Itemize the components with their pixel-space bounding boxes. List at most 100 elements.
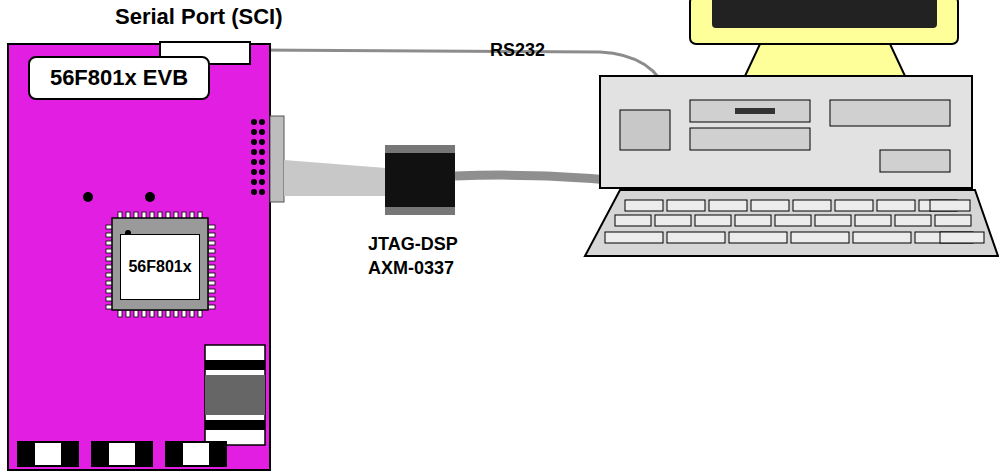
chip-pin xyxy=(174,310,178,317)
key xyxy=(775,215,811,226)
key xyxy=(815,215,851,226)
drive-slot xyxy=(735,108,775,114)
pod-band xyxy=(385,145,455,153)
key xyxy=(667,232,725,243)
evb-board xyxy=(8,44,270,470)
monitor-base xyxy=(745,44,905,76)
chip-pin xyxy=(126,310,130,317)
chip-package xyxy=(112,218,208,310)
regulator xyxy=(205,345,265,445)
led xyxy=(145,192,155,202)
pod-band xyxy=(385,207,455,215)
key xyxy=(605,232,663,243)
connector-block xyxy=(212,442,226,466)
header-pin xyxy=(259,139,265,145)
key xyxy=(695,215,731,226)
connector-block xyxy=(34,442,62,466)
connector-block xyxy=(18,442,32,466)
chip-pins xyxy=(106,212,215,317)
key xyxy=(793,200,831,211)
bottom-connectors xyxy=(18,442,226,466)
key xyxy=(855,215,891,226)
header-pin xyxy=(251,129,257,135)
chip-pin xyxy=(208,233,215,237)
header-pin xyxy=(259,129,265,135)
connector-block xyxy=(182,442,210,466)
header-pin xyxy=(251,119,257,125)
drive-bay xyxy=(620,110,670,150)
regulator-band xyxy=(205,375,265,415)
chip-pin xyxy=(150,310,154,317)
header-pin xyxy=(251,149,257,155)
node-text: 56F801x xyxy=(128,258,191,276)
pod-label: JTAG-DSP AXM-0337 xyxy=(368,232,480,281)
keyboard-keys xyxy=(605,200,984,243)
drive-bay xyxy=(880,150,950,172)
key xyxy=(791,232,849,243)
chip-pin xyxy=(198,310,202,317)
connector-block xyxy=(64,442,78,466)
chip-pin xyxy=(208,257,215,261)
chip-pin xyxy=(208,225,215,229)
chip-label: 56F801x xyxy=(120,234,200,300)
chip-pin xyxy=(208,241,215,245)
header-pin xyxy=(251,169,257,175)
connector-block xyxy=(138,442,152,466)
chip-pin xyxy=(208,305,215,309)
header-pin xyxy=(259,149,265,155)
key xyxy=(655,215,691,226)
chip-pin xyxy=(190,310,194,317)
chip-pin xyxy=(208,249,215,253)
chip-pin xyxy=(208,265,215,269)
chip-pin xyxy=(182,310,186,317)
chip-pin xyxy=(208,281,215,285)
header-pin xyxy=(259,159,265,165)
chip-pin xyxy=(208,297,215,301)
regulator-band xyxy=(205,420,265,430)
header-pin xyxy=(251,159,257,165)
port-label: Serial Port (SCI) xyxy=(115,2,345,32)
key xyxy=(625,200,663,211)
chip-pin xyxy=(118,310,122,317)
chip-pin xyxy=(134,310,138,317)
keyboard xyxy=(585,190,998,256)
key xyxy=(853,232,911,243)
regulator-band xyxy=(205,360,265,370)
chip-pin xyxy=(142,310,146,317)
key xyxy=(930,200,970,211)
cable-label: RS232 xyxy=(490,38,570,62)
key xyxy=(940,232,984,243)
connector-block xyxy=(108,442,136,466)
node-text: 56F801x EVB xyxy=(50,66,188,90)
chip-pin xyxy=(158,310,162,317)
drive-bay xyxy=(690,100,810,122)
jtag-pod xyxy=(385,145,455,215)
chip-pin xyxy=(208,273,215,277)
header-pins xyxy=(251,119,265,195)
key xyxy=(835,200,873,211)
header-pin xyxy=(259,119,265,125)
key xyxy=(667,200,705,211)
drive-bay xyxy=(830,100,950,126)
header-pin xyxy=(251,179,257,185)
header-pin xyxy=(259,169,265,175)
header-pin xyxy=(259,189,265,195)
system-unit xyxy=(600,76,972,188)
drive-bay xyxy=(690,128,810,150)
key xyxy=(709,200,747,211)
key xyxy=(877,200,915,211)
key xyxy=(751,200,789,211)
header-pin xyxy=(251,139,257,145)
key xyxy=(735,215,771,226)
key xyxy=(935,215,971,226)
led xyxy=(83,192,93,202)
connector-block xyxy=(166,442,180,466)
key xyxy=(729,232,787,243)
monitor-screen xyxy=(712,0,937,28)
key xyxy=(615,215,651,226)
chip-pin xyxy=(208,289,215,293)
connector-block xyxy=(92,442,106,466)
chip-pin xyxy=(166,310,170,317)
jtag-header xyxy=(270,116,284,202)
monitor xyxy=(690,0,958,44)
